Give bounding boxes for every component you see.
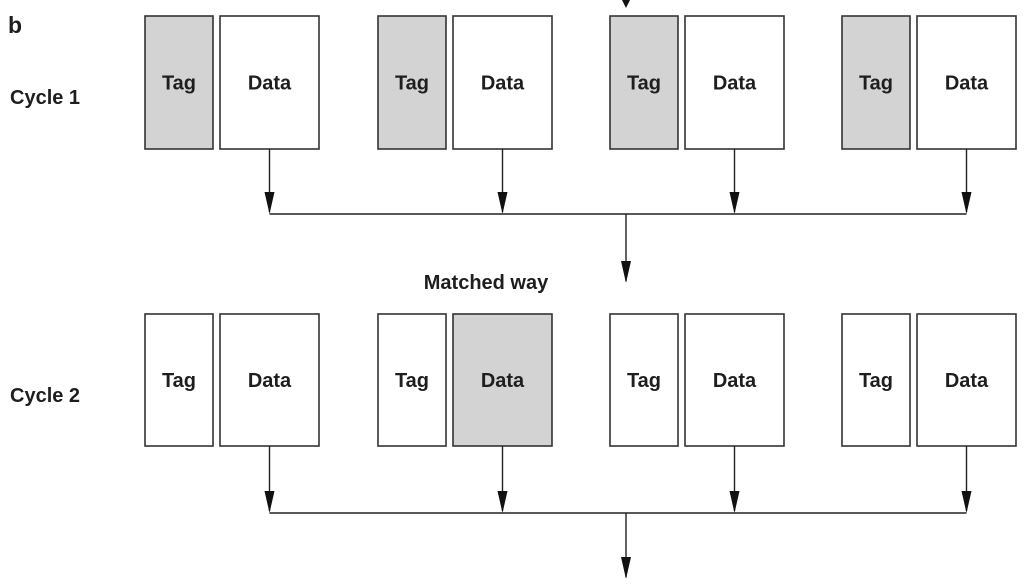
data-output-arrowhead — [264, 491, 275, 513]
tag-label: Tag — [395, 370, 429, 392]
cycle-2-row: Tag Data Tag Data Tag Data Tag Data — [144, 313, 1017, 579]
undefined — [144, 15, 214, 150]
undefined — [219, 15, 320, 150]
undefined — [452, 313, 553, 447]
cycle-1-way-3: Tag Data — [609, 15, 785, 214]
undefined — [452, 15, 553, 150]
undefined — [684, 313, 785, 447]
data-label: Data — [945, 73, 989, 95]
data-output-arrowhead — [961, 491, 972, 513]
undefined — [219, 313, 320, 447]
cycle-2-label: Cycle 2 — [10, 385, 80, 407]
tag-label: Tag — [859, 73, 893, 95]
cycle-2-way-1: Tag Data — [144, 313, 320, 513]
data-output-arrowhead — [264, 192, 275, 214]
data-label: Data — [248, 370, 292, 392]
tag-label: Tag — [162, 73, 196, 95]
cycle-1-row: Tag Data Tag Data Tag Data Tag Data — [144, 15, 1017, 283]
undefined — [916, 313, 1017, 447]
data-output-arrowhead — [961, 192, 972, 214]
data-label: Data — [248, 73, 292, 95]
undefined — [609, 313, 679, 447]
data-label: Data — [945, 370, 989, 392]
data-output-arrowhead — [497, 491, 508, 513]
data-output-arrowhead — [729, 491, 740, 513]
tag-label: Tag — [627, 370, 661, 392]
data-label: Data — [713, 73, 757, 95]
data-output-arrowhead — [729, 192, 740, 214]
undefined — [841, 15, 911, 150]
cycle-1-way-2: Tag Data — [377, 15, 553, 214]
undefined — [841, 313, 911, 447]
undefined — [377, 15, 447, 150]
tag-label: Tag — [395, 73, 429, 95]
cycle-2-way-2: Tag Data — [377, 313, 553, 513]
undefined — [377, 313, 447, 447]
panel-label: b — [8, 12, 22, 38]
undefined — [144, 313, 214, 447]
cycle-2-output-arrowhead — [621, 557, 631, 579]
tag-label: Tag — [859, 370, 893, 392]
cycle-2-way-3: Tag Data — [609, 313, 785, 513]
cycle-1-label: Cycle 1 — [10, 87, 80, 109]
cycle-1-way-1: Tag Data — [144, 15, 320, 214]
undefined — [609, 15, 679, 150]
data-output-arrowhead — [497, 192, 508, 214]
data-label: Data — [481, 73, 525, 95]
cycle-2-way-4: Tag Data — [841, 313, 1017, 513]
undefined — [916, 15, 1017, 150]
tag-label: Tag — [627, 73, 661, 95]
cycle-1-output-arrowhead — [621, 261, 631, 283]
incoming-arrowhead — [622, 0, 630, 8]
tag-label: Tag — [162, 370, 196, 392]
cycle-1-way-4: Tag Data — [841, 15, 1017, 214]
data-label: Data — [481, 370, 525, 392]
matched-way-label: Matched way — [424, 272, 549, 294]
data-label: Data — [713, 370, 757, 392]
